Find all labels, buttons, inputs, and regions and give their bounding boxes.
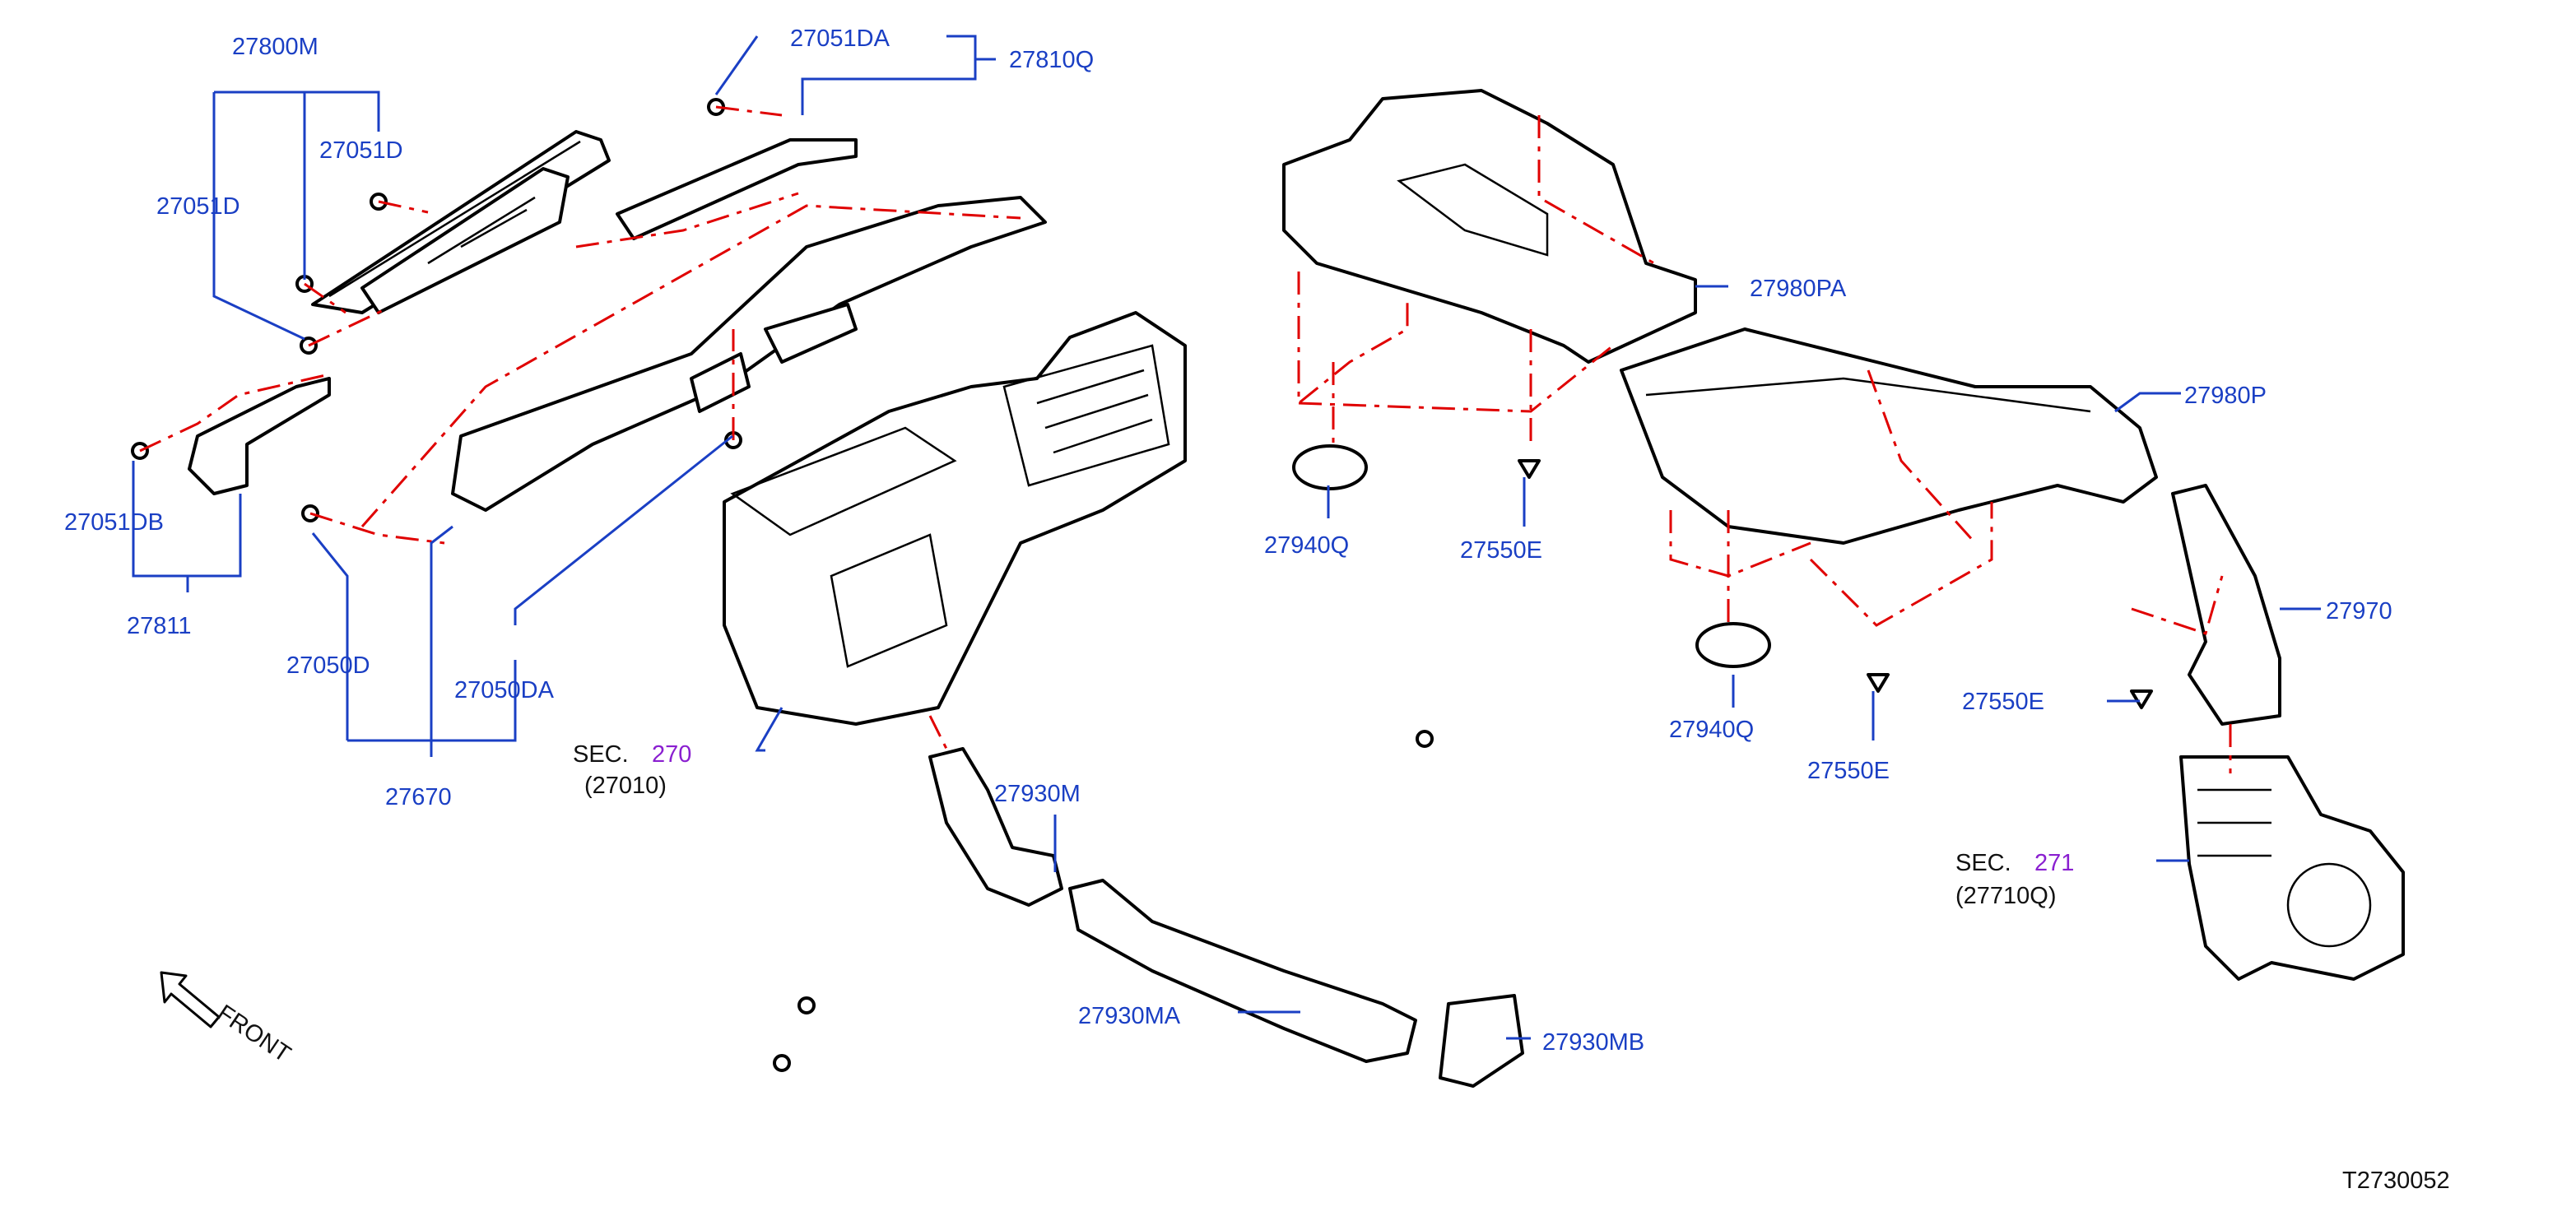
label-27550E-c: 27550E bbox=[1962, 689, 2044, 715]
label-27940Q-a: 27940Q bbox=[1264, 532, 1349, 559]
label-27051DA: 27051DA bbox=[790, 26, 890, 52]
section-prefix: SEC. bbox=[1955, 850, 2011, 876]
blower-unit bbox=[2179, 755, 2405, 981]
clip-icons bbox=[1518, 459, 2153, 709]
front-label: FRONT bbox=[212, 1000, 295, 1068]
defroster-duct-upper bbox=[311, 130, 611, 314]
heater-unit bbox=[723, 311, 1187, 726]
side-vent-duct-left bbox=[188, 377, 331, 495]
label-27970: 27970 bbox=[2326, 598, 2392, 624]
section-ref-blower[interactable]: SEC. 271 (27710Q) bbox=[1955, 850, 2074, 909]
section-number-270[interactable]: 270 bbox=[652, 741, 691, 768]
assembly-guide-lines bbox=[139, 105, 2232, 773]
center-vent-duct bbox=[451, 196, 1047, 512]
label-27810Q: 27810Q bbox=[1009, 47, 1094, 73]
section-part-27710Q: (27710Q) bbox=[1955, 883, 2057, 909]
label-27930M: 27930M bbox=[994, 781, 1081, 807]
label-27051D-top: 27051D bbox=[319, 137, 403, 164]
rear-duct-lower bbox=[1620, 327, 2158, 545]
label-27050DA: 27050DA bbox=[454, 677, 555, 703]
label-27930MB: 27930MB bbox=[1542, 1029, 1644, 1056]
floor-duct-rear bbox=[1439, 994, 1524, 1088]
label-27930MA: 27930MA bbox=[1078, 1003, 1181, 1029]
floor-duct-middle bbox=[1068, 879, 1417, 1063]
screw-icons bbox=[131, 98, 1434, 1072]
section-ref-heater[interactable]: SEC. 270 (27010) bbox=[573, 741, 691, 799]
label-27800M: 27800M bbox=[232, 34, 319, 60]
diagram-id: T2730052 bbox=[2342, 1168, 2450, 1194]
rear-duct-riser bbox=[2171, 484, 2281, 726]
front-arrow-icon bbox=[160, 971, 221, 1028]
label-27980PA: 27980PA bbox=[1750, 276, 1847, 302]
section-part-27010: (27010) bbox=[584, 773, 667, 799]
rear-duct-upper bbox=[1282, 89, 1697, 364]
floor-duct-front bbox=[928, 747, 1063, 907]
label-27980P: 27980P bbox=[2184, 383, 2267, 409]
label-27051DB: 27051DB bbox=[64, 509, 164, 536]
label-27550E-b: 27550E bbox=[1807, 758, 1890, 784]
label-27670: 27670 bbox=[385, 784, 452, 810]
label-27940Q-b: 27940Q bbox=[1669, 717, 1754, 743]
label-27550E-a: 27550E bbox=[1460, 537, 1542, 564]
section-prefix: SEC. bbox=[573, 741, 629, 768]
side-vent-duct-right bbox=[616, 138, 858, 240]
section-number-271[interactable]: 271 bbox=[2034, 850, 2074, 876]
label-27050D: 27050D bbox=[286, 652, 370, 679]
label-27811: 27811 bbox=[127, 613, 192, 639]
label-leader-lines bbox=[132, 35, 2321, 1040]
label-27051D-left: 27051D bbox=[156, 193, 240, 220]
grommet-icons bbox=[1292, 444, 1771, 668]
